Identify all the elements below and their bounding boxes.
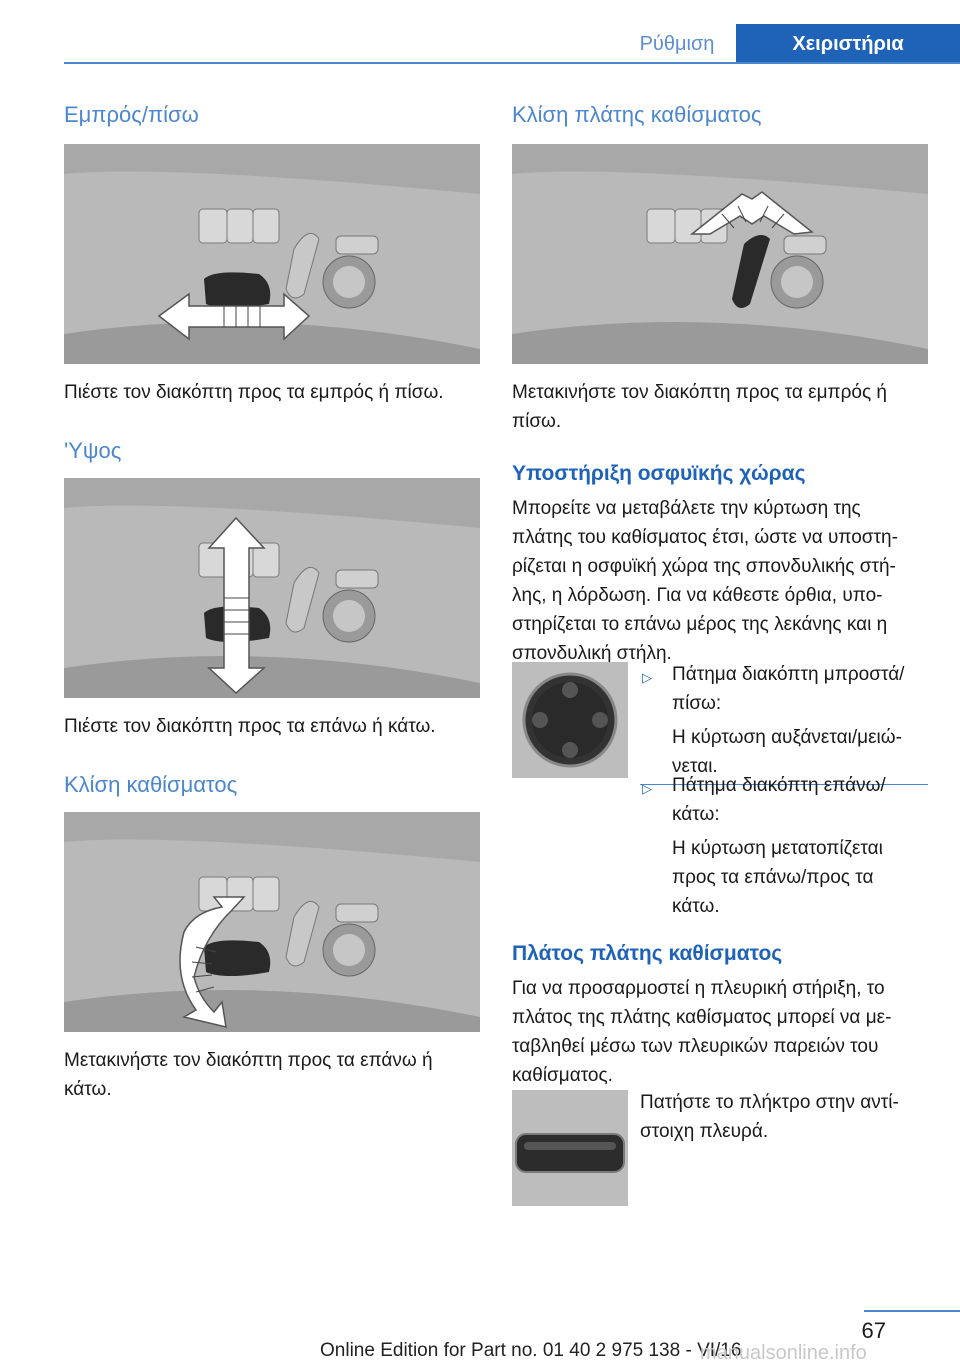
lumbar-bullet2-line5: κάτω. (672, 896, 720, 917)
width-paragraph-line3: ταβληθεί μέσω των πλευρικών παρειών του (512, 1036, 879, 1057)
lumbar-paragraph-line3: ρίζεται η οσφυϊκή χώρα της σπονδυλικής σ… (512, 556, 896, 577)
seat-control-fore-aft-figure (64, 144, 480, 364)
bullet-triangle-icon: ▷ (642, 670, 652, 685)
edition-note: Online Edition for Part no. 01 40 2 975 … (320, 1340, 742, 1361)
footer-rule (864, 1310, 960, 1312)
section-title-backrest-tilt: Κλίση πλάτης καθίσματος (512, 102, 762, 127)
seat-tilt-text-line1: Μετακινήστε τον διακόπτη προς τα επάνω ή (64, 1050, 433, 1071)
lumbar-bullet1-line2: πίσω: (672, 693, 722, 714)
lumbar-bullet1-line3: Η κύρτωση αυξάνεται/μειώ‐ (672, 727, 902, 748)
section-title-lumbar-support: Υποστήριξη οσφυϊκής χώρας (512, 462, 806, 485)
lumbar-paragraph-line5: στηρίζεται το επάνω μέρος της λεκάνης κα… (512, 614, 888, 635)
header-tab-setup: Ρύθμιση (639, 33, 715, 55)
lumbar-bullet2-line4: προς τα επάνω/προς τα (672, 867, 874, 888)
width-paragraph-line1: Για να προσαρμοστεί η πλευρική στήριξη, … (512, 978, 885, 999)
lumbar-bullet2-line3: Η κύρτωση μετατοπίζεται (672, 838, 883, 859)
header-tab-controls: Χειριστήρια (736, 24, 960, 64)
lumbar-bullet1-line4: νεται. (672, 756, 718, 777)
seat-control-tilt-figure (64, 812, 480, 1032)
backrest-tilt-text-line1: Μετακινήστε τον διακόπτη προς τα εμπρός … (512, 382, 887, 403)
lumbar-bullet1-line1: Πάτημα διακόπτη μπροστά/ (672, 664, 905, 685)
width-paragraph-line4: καθίσματος. (512, 1065, 613, 1086)
fore-aft-text: Πιέστε τον διακόπτη προς τα εμπρός ή πίσ… (64, 382, 444, 403)
seat-control-height-figure (64, 478, 480, 698)
width-button-figure (512, 1090, 628, 1206)
backrest-tilt-text-line2: πίσω. (512, 411, 562, 432)
backrest-tilt-figure (512, 144, 928, 364)
section-title-backrest-width: Πλάτος πλάτης καθίσματος (512, 942, 783, 965)
width-instruction-line2: στοιχη πλευρά. (640, 1121, 769, 1142)
seat-tilt-text-line2: κάτω. (64, 1079, 112, 1100)
bullet-divider (640, 784, 928, 785)
height-text: Πιέστε τον διακόπτη προς τα επάνω ή κάτω… (64, 716, 436, 737)
bullet-triangle-icon: ▷ (642, 781, 652, 796)
lumbar-paragraph-line2: πλάτης του καθίσματος έτσι, ώστε να υποσ… (512, 527, 898, 548)
lumbar-switch-figure (512, 662, 628, 778)
lumbar-paragraph-line4: λης, η λόρδωση. Για να κάθεστε όρθια, υπ… (512, 585, 883, 606)
lumbar-bullet2-line1: Πάτημα διακόπτη επάνω/ (672, 775, 886, 796)
section-title-seat-tilt: Κλίση καθίσματος (64, 772, 238, 797)
width-paragraph-line2: πλάτος της πλάτης καθίσματος μπορεί να μ… (512, 1007, 892, 1028)
watermark: manualsonline.info (700, 1342, 867, 1364)
lumbar-paragraph-line1: Μπορείτε να μεταβάλετε την κύρτωση της (512, 498, 861, 519)
header-rule (64, 62, 960, 64)
lumbar-paragraph-line6: σπονδυλική στήλη. (512, 643, 672, 664)
page-number: 67 (861, 1318, 886, 1343)
section-title-fore-aft: Εμπρός/πίσω (64, 102, 199, 127)
width-instruction-line1: Πατήστε το πλήκτρο στην αντί‐ (640, 1092, 899, 1113)
section-title-height: 'Υψος (64, 438, 122, 463)
lumbar-bullet2-line2: κάτω: (672, 804, 720, 825)
